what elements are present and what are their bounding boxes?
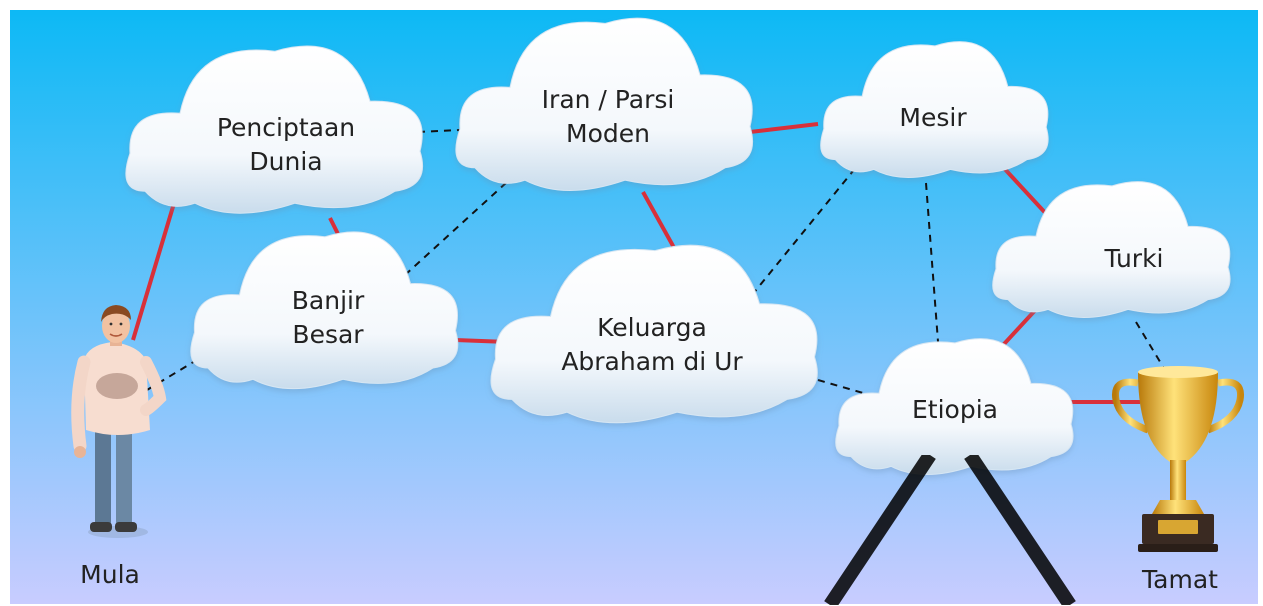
station-etiopia: Etiopia bbox=[912, 393, 998, 427]
station-iran-parsi-moden: Iran / Parsi Moden bbox=[542, 83, 675, 151]
station-turki: Turki bbox=[1104, 242, 1163, 276]
connection-dashed-turki-end bbox=[1135, 321, 1166, 371]
station-label-line: Penciptaan bbox=[216, 113, 356, 142]
cloud-iran bbox=[455, 17, 754, 191]
station-label-line: Besar bbox=[292, 320, 364, 349]
connection-dashed-mesir-etiopia bbox=[925, 182, 941, 369]
clouds-layer bbox=[125, 17, 1231, 475]
person-icon bbox=[71, 305, 167, 538]
connection-solid-mesir-turki bbox=[1000, 164, 1052, 220]
connection-dashed-keluarga-mesir bbox=[751, 159, 863, 296]
connection-solid-iran-mesir bbox=[749, 122, 819, 134]
start-label: Mula bbox=[80, 560, 140, 589]
station-label-line: Mesir bbox=[899, 103, 967, 132]
cloud-turki bbox=[992, 181, 1231, 318]
station-keluarga-abraham: Keluarga Abraham di Ur bbox=[561, 311, 742, 379]
station-label-line: Iran / Parsi bbox=[541, 85, 675, 114]
cloud-etiopia bbox=[835, 338, 1074, 475]
cloud-mesir bbox=[820, 41, 1049, 178]
end-label: Tamat bbox=[1142, 565, 1218, 594]
station-label-line: Keluarga bbox=[597, 313, 707, 342]
cloud-keluarga bbox=[490, 244, 818, 424]
station-label-line: Etiopia bbox=[912, 395, 998, 424]
station-label-line: Moden bbox=[566, 119, 650, 148]
station-banjir-besar: Banjir Besar bbox=[292, 284, 365, 352]
connection-dashed-keluarga-etiopia bbox=[817, 379, 871, 396]
station-label-line: Abraham di Ur bbox=[561, 347, 743, 376]
connection-dashed-start-banjir bbox=[146, 357, 201, 391]
cloud-banjir bbox=[190, 231, 459, 390]
cloud-penciptaan bbox=[125, 45, 424, 214]
trophy-icon bbox=[1111, 366, 1245, 552]
station-label-line: Banjir bbox=[291, 286, 365, 315]
station-penciptaan-dunia: Penciptaan Dunia bbox=[217, 111, 355, 179]
connection-solid-start-penciptaan bbox=[131, 199, 177, 341]
station-label-line: Dunia bbox=[249, 147, 323, 176]
station-label-line: Turki bbox=[1104, 244, 1164, 273]
station-mesir: Mesir bbox=[899, 101, 966, 135]
